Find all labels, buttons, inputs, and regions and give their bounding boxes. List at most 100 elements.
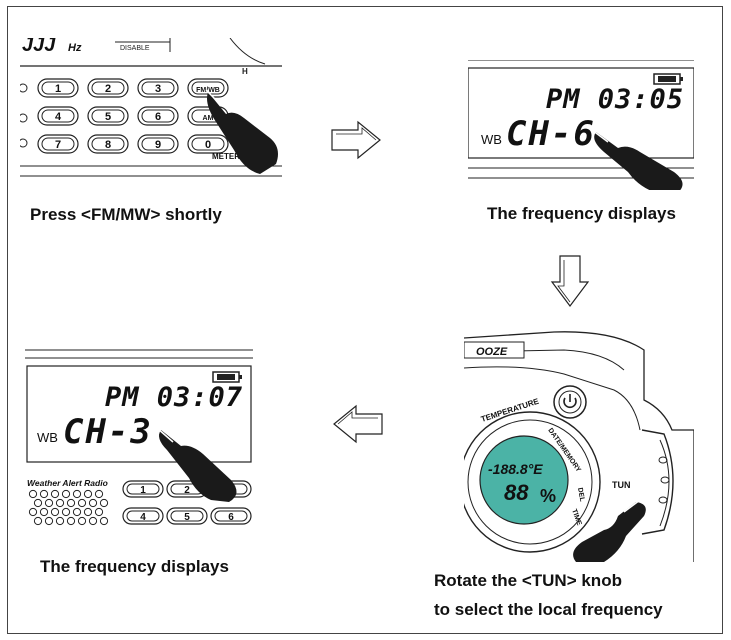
step3-caption-line2: to select the local frequency bbox=[434, 600, 663, 619]
power-icon bbox=[563, 397, 577, 409]
speaker-hole bbox=[88, 516, 98, 526]
lcd-display bbox=[468, 60, 694, 179]
keypad-key-label: FM/WB bbox=[196, 87, 220, 94]
top-label-plate bbox=[464, 341, 525, 359]
speaker-hole bbox=[99, 516, 109, 526]
keypad-key-label: 9 bbox=[155, 139, 161, 151]
lcd-display: Weather Alert Radio 123456 bbox=[25, 349, 253, 526]
keypad-key-8[interactable]: 8 bbox=[87, 134, 129, 154]
keypad-key-4[interactable]: 4 bbox=[122, 507, 164, 525]
speaker-hole bbox=[44, 516, 54, 526]
display-unit-fragment: Hz bbox=[68, 42, 82, 54]
keypad-key-label: 6 bbox=[228, 512, 234, 523]
ring-label-del: DEL bbox=[576, 487, 585, 503]
lcd-band: WB bbox=[481, 132, 502, 147]
step4-lcd-panel: Weather Alert Radio 123456 PM 03:07 WB C… bbox=[25, 348, 253, 526]
step1-caption: Press <FM/MW> shortly bbox=[30, 205, 222, 224]
display-disable-tag: DISABLE bbox=[120, 45, 150, 52]
tun-knob-label: TUN bbox=[612, 480, 631, 490]
instruction-frame bbox=[7, 6, 723, 634]
step2-lcd-panel: PM 03:05 WB CH-6 bbox=[468, 60, 694, 190]
keypad-key-label: 0 bbox=[205, 139, 211, 151]
lcd-time: PM 03:07 bbox=[104, 382, 243, 413]
speaker-hole bbox=[99, 498, 109, 508]
display-digits-fragment: JJJ bbox=[22, 38, 56, 56]
indicator-circle bbox=[20, 113, 28, 123]
keypad-key-label: 3 bbox=[155, 83, 161, 95]
speaker-hole bbox=[72, 489, 82, 499]
keypad-key-9[interactable]: 9 bbox=[137, 134, 179, 154]
speaker-hole bbox=[66, 498, 76, 508]
keypad-key-label: 2 bbox=[105, 83, 111, 95]
indicator-circle bbox=[20, 83, 28, 93]
keypad-key-fm-wb[interactable]: FM/WB bbox=[187, 78, 229, 98]
step3-caption-line1: Rotate the <TUN> knob bbox=[434, 571, 622, 590]
keypad-key-label: 7 bbox=[55, 139, 61, 151]
lcd-time: PM 03:05 bbox=[545, 84, 684, 115]
tun-knob[interactable] bbox=[641, 429, 674, 535]
keypad-key-2[interactable]: 2 bbox=[87, 78, 129, 98]
lcd-channel: CH-3 bbox=[63, 412, 153, 452]
speaker-hole bbox=[66, 516, 76, 526]
arrow-right-icon bbox=[331, 120, 381, 160]
battery-icon bbox=[653, 73, 683, 85]
device-illustration: OOZE TEMPERATURE DATE/MEMORY DEL TIME -1… bbox=[464, 331, 694, 562]
step4-caption: The frequency displays bbox=[40, 557, 229, 576]
keypad-key-5[interactable]: 5 bbox=[87, 106, 129, 126]
speaker-hole bbox=[39, 507, 49, 517]
round-lcd-temperature: -188.8°E bbox=[488, 461, 543, 477]
round-lcd-humidity: 88 bbox=[504, 480, 529, 505]
lcd-channel: CH-6 bbox=[506, 114, 596, 154]
speaker-hole bbox=[88, 498, 98, 508]
speaker-hole bbox=[50, 507, 60, 517]
lcd-screen bbox=[468, 67, 694, 159]
keypad-key-label: 4 bbox=[140, 512, 146, 523]
keypad-key-label: 2 bbox=[184, 485, 190, 496]
keypad-key-label: 1 bbox=[140, 485, 146, 496]
keypad-key-7[interactable]: 7 bbox=[37, 134, 79, 154]
keypad-key-label: 1 bbox=[55, 83, 61, 95]
side-label-top: H bbox=[242, 67, 248, 76]
keypad-key-label: 6 bbox=[155, 111, 161, 123]
speaker-hole bbox=[72, 507, 82, 517]
indicator-circle bbox=[20, 138, 28, 148]
keypad-key-5[interactable]: 5 bbox=[166, 507, 208, 525]
pointing-hand-icon bbox=[591, 129, 683, 190]
speaker-hole bbox=[61, 507, 71, 517]
pointing-hand-icon bbox=[205, 89, 278, 174]
lcd-band: WB bbox=[37, 430, 58, 445]
speaker-hole bbox=[28, 489, 38, 499]
keypad-key-1[interactable]: 1 bbox=[122, 480, 164, 498]
keypad-key-4[interactable]: 4 bbox=[37, 106, 79, 126]
round-lcd bbox=[479, 435, 569, 525]
speaker-hole bbox=[83, 507, 93, 517]
step2-caption: The frequency displays bbox=[487, 204, 676, 223]
pointing-hand-icon bbox=[573, 499, 646, 562]
power-button[interactable] bbox=[553, 385, 587, 419]
keypad-key-1[interactable]: 1 bbox=[37, 78, 79, 98]
speaker-hole bbox=[94, 489, 104, 499]
speaker-label: Weather Alert Radio bbox=[27, 478, 108, 488]
keypad-key-label: 5 bbox=[184, 512, 190, 523]
keypad-key-6[interactable]: 6 bbox=[210, 507, 252, 525]
speaker-hole bbox=[83, 489, 93, 499]
arrow-down-icon bbox=[550, 255, 590, 307]
speaker-hole bbox=[55, 516, 65, 526]
battery-icon bbox=[212, 371, 242, 383]
speaker-hole bbox=[94, 507, 104, 517]
speaker-hole bbox=[33, 498, 43, 508]
keypad-key-0[interactable]: 0 bbox=[187, 134, 229, 154]
speaker-hole bbox=[61, 489, 71, 499]
keypad-key-label: 4 bbox=[55, 111, 62, 123]
step3-device-panel: OOZE TEMPERATURE DATE/MEMORY DEL TIME -1… bbox=[464, 330, 694, 562]
keypad-key-6[interactable]: 6 bbox=[137, 106, 179, 126]
speaker-hole bbox=[33, 516, 43, 526]
keypad-key-label: 8 bbox=[105, 139, 111, 151]
speaker-hole bbox=[55, 498, 65, 508]
speaker-hole bbox=[77, 498, 87, 508]
meter-label: METER bbox=[212, 152, 240, 161]
keypad-key-3[interactable]: 3 bbox=[137, 78, 179, 98]
speaker-hole bbox=[50, 489, 60, 499]
